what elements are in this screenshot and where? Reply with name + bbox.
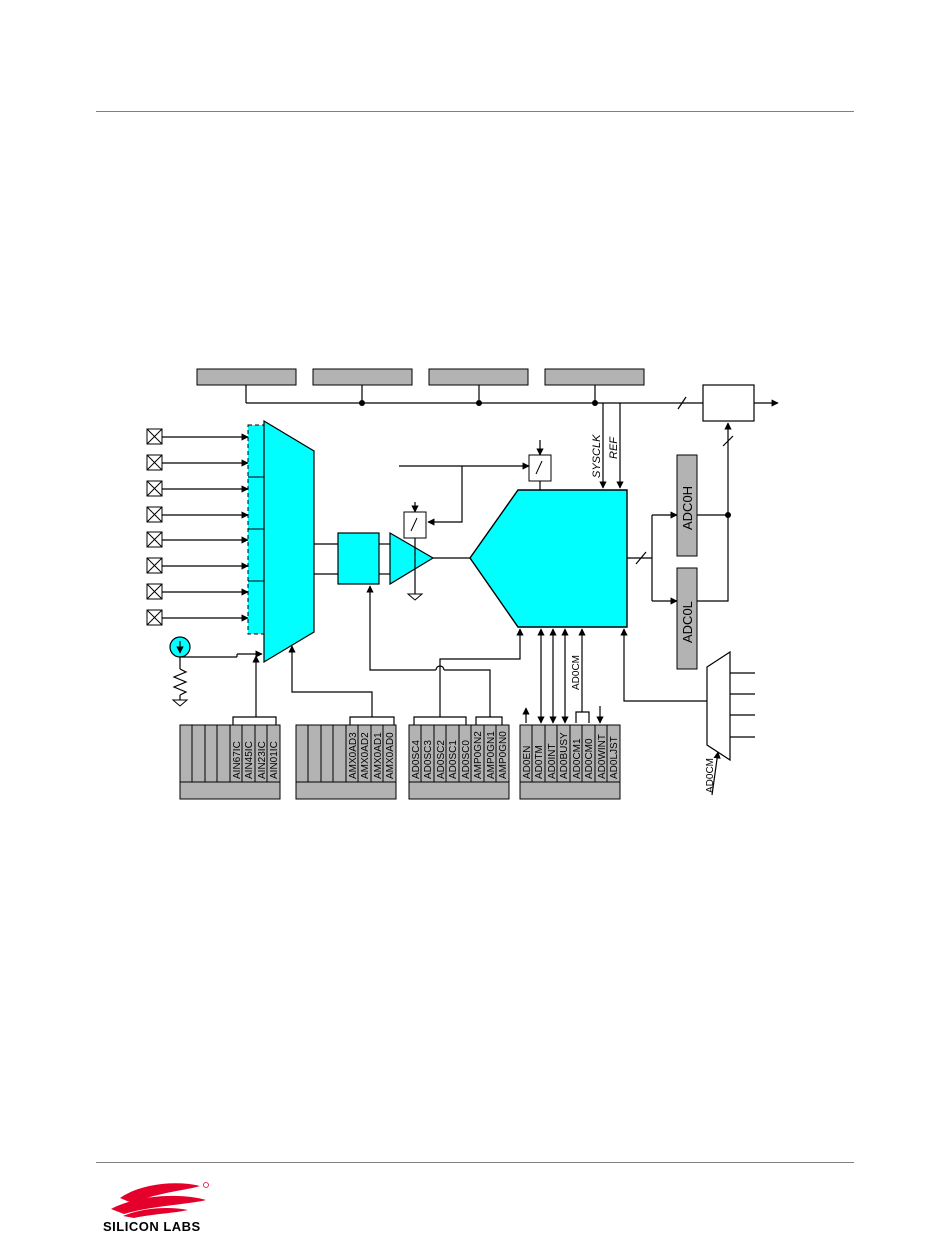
input-arrows (162, 437, 248, 618)
window-compare-block (703, 385, 754, 421)
adc-control-register: AD0EN AD0TM AD0INT AD0BUSY AD0CM1 AD0CM0… (520, 725, 620, 799)
switch-right-icon (529, 455, 551, 481)
adc0l-label: ADC0L (680, 601, 695, 643)
ain-config-bit-7: AIN01IC (269, 741, 280, 779)
adc-core (470, 490, 627, 627)
input-pin-8 (147, 610, 162, 625)
adc-control-bit-2: AD0INT (547, 743, 558, 779)
adc-control-bit-5: AD0CM0 (584, 738, 595, 779)
silicon-labs-logo-icon (111, 1183, 209, 1219)
ain-config-register: AIN67IC AIN45IC AIN23IC AIN01IC (180, 725, 280, 799)
adc-config-bit-2: AD0SC2 (436, 740, 447, 779)
amux-select-bit-5: AMX0AD2 (360, 732, 371, 779)
top-register-bar-3 (429, 369, 528, 385)
adc-config-register: AD0SC4 AD0SC3 AD0SC2 AD0SC1 AD0SC0 AMP0G… (409, 725, 509, 799)
amux-select-bit-4: AMX0AD3 (348, 732, 359, 779)
top-register-bar-4 (545, 369, 644, 385)
window-compare-bus (246, 385, 703, 409)
adc-control-bit-1: AD0TM (534, 745, 545, 779)
adc-config-bit-7: AMP0GN0 (498, 731, 509, 779)
adc-control-bit-6: AD0WINT (597, 734, 608, 779)
current-source-wiring (174, 654, 262, 700)
amux-select-bit-7: AMX0AD0 (385, 732, 396, 779)
bus-node-2 (476, 400, 482, 406)
bus-node-3 (592, 400, 598, 406)
analog-input-pins (147, 429, 162, 625)
input-pin-2 (147, 455, 162, 470)
ain-config-bit-6: AIN23IC (257, 741, 268, 779)
ground-icon-2 (408, 594, 422, 600)
adc-config-bit-3: AD0SC1 (448, 740, 459, 779)
start-of-conversion-mux (707, 652, 730, 760)
input-pin-1 (147, 429, 162, 444)
input-pin-5 (147, 532, 162, 547)
sample-hold-block (338, 533, 379, 584)
top-register-bars (197, 369, 644, 385)
adc-control-bit-0: AD0EN (522, 746, 533, 779)
sysclk-label: SYSCLK (591, 434, 603, 478)
top-register-bar-1 (197, 369, 296, 385)
adc-config-bit-5: AMP0GN2 (473, 731, 484, 779)
adc0cm-mid-label: AD0CM (571, 655, 582, 690)
adc-config-bit-4: AD0SC0 (461, 740, 472, 779)
input-pin-6 (147, 558, 162, 573)
adc-config-bit-0: AD0SC4 (411, 740, 422, 779)
adc-config-bit-1: AD0SC3 (423, 740, 434, 779)
bus-node-1 (359, 400, 365, 406)
adc-config-bit-6: AMP0GN1 (486, 731, 497, 779)
result-node (725, 512, 731, 518)
adc-control-bit-3: AD0BUSY (559, 732, 570, 779)
ground-icon (173, 700, 187, 706)
ain-config-bit-5: AIN45IC (244, 741, 255, 779)
adc0cm-mux-label: AD0CM (705, 758, 716, 793)
adc-control-bit-7: AD0LJST (609, 736, 620, 779)
ain-config-bit-4: AIN67IC (232, 741, 243, 779)
pga-amplifier (390, 533, 433, 584)
amux-select-bit-6: AMX0AD1 (373, 732, 384, 779)
register-taps (233, 717, 502, 725)
switch-left-icon (404, 512, 426, 538)
top-register-bar-2 (313, 369, 412, 385)
adc-control-bit-4: AD0CM1 (572, 738, 583, 779)
analog-multiplexer (264, 421, 314, 662)
adc0h-label: ADC0H (680, 486, 695, 530)
input-pin-3 (147, 481, 162, 496)
input-pin-7 (147, 584, 162, 599)
amux-select-register: AMX0AD3 AMX0AD2 AMX0AD1 AMX0AD0 (296, 725, 396, 799)
input-pin-4 (147, 507, 162, 522)
ref-label: REF (608, 436, 620, 459)
control-signal-lines (526, 629, 600, 723)
logo-wordmark: SILICON LABS (103, 1219, 201, 1234)
